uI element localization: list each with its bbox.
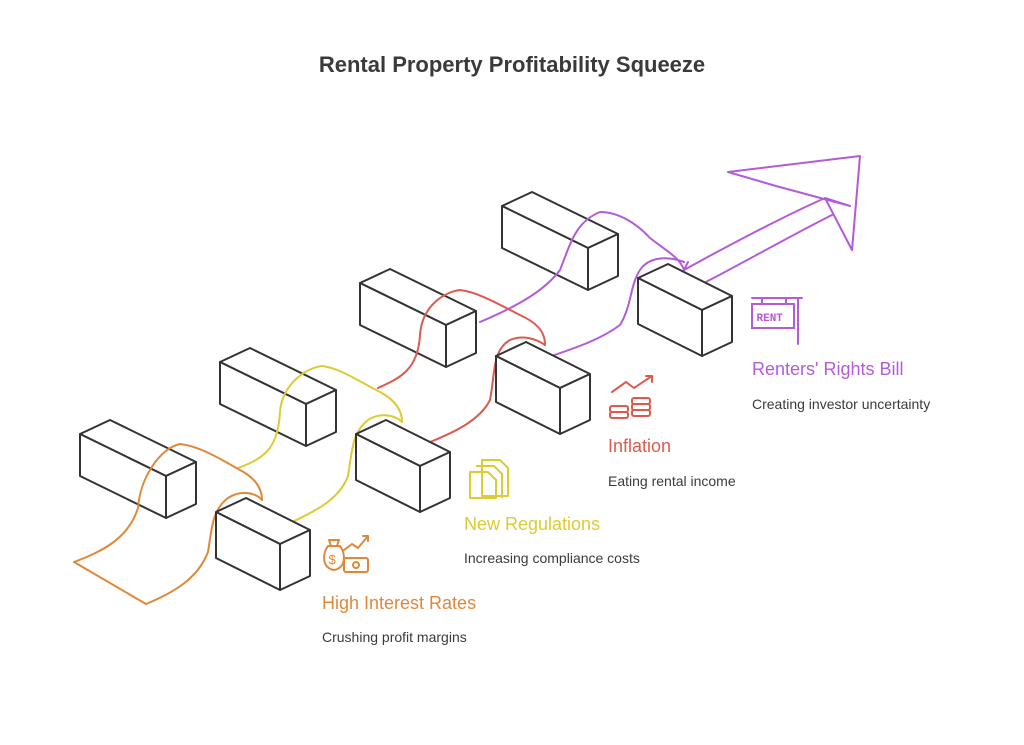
arrow-head [727,155,861,251]
label-high-interest-rates: High Interest Rates [322,593,477,613]
desc-high-interest-rates: Crushing profit margins [322,629,467,645]
block-4-back [501,191,619,291]
ribbon-inflation [377,289,546,443]
block-3-back [359,268,477,368]
label-new-regulations: New Regulations [464,514,601,534]
ribbon-new-regulations [237,365,403,523]
desc-new-regulations: Increasing compliance costs [464,550,640,566]
block-1-back [79,419,197,519]
desc-renters-rights-bill: Creating investor uncertainty [752,396,931,412]
ribbon-renters-rights [479,197,851,361]
block-3-front [495,341,591,435]
coins-growth-icon [609,375,653,419]
block-1-front [215,497,311,591]
documents-icon [469,459,509,499]
label-renters-rights-bill: Renters' Rights Bill [752,359,904,379]
svg-text:$: $ [329,552,337,567]
block-2-back [219,347,337,447]
rent-sign-icon: RENT [751,297,803,345]
rent-sign-text: RENT [757,313,784,325]
desc-inflation: Eating rental income [608,473,736,489]
block-2-front [355,419,451,513]
ribbon-high-interest-rates [73,443,263,605]
label-inflation: Inflation [608,436,672,456]
page-title: Rental Property Profitability Squeeze [318,52,706,77]
money-bag-growth-icon: $ [323,535,369,573]
block-4-front [637,263,733,357]
